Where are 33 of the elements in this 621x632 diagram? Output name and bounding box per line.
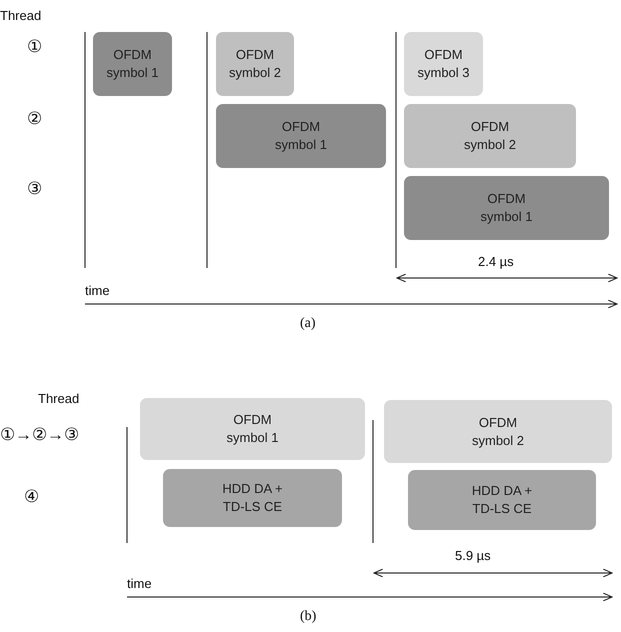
box-label: OFDM symbol 1	[274, 118, 328, 154]
box-label: OFDM symbol 1	[105, 46, 160, 82]
task-box	[404, 32, 483, 96]
thread-number: ③	[27, 178, 42, 199]
axis-title: Thread	[0, 8, 42, 23]
task-box	[404, 176, 609, 240]
panel-caption: (a)	[300, 316, 316, 332]
task-box	[216, 104, 386, 168]
task-box	[404, 104, 576, 168]
axis-label: time	[85, 283, 110, 298]
task-box	[384, 400, 612, 463]
box-label: OFDM symbol 2	[228, 46, 282, 82]
thread-number: ④	[24, 486, 39, 507]
dimension-label: 5.9 µs	[455, 548, 491, 563]
task-box	[408, 470, 596, 530]
box-label: OFDM symbol 3	[416, 46, 471, 82]
box-label: OFDM symbol 1	[225, 411, 280, 447]
box-label: HDD DA + TD-LS CE	[221, 480, 284, 516]
box-label: OFDM symbol 1	[479, 190, 534, 226]
task-box	[93, 32, 172, 96]
box-label: OFDM symbol 2	[470, 414, 526, 450]
thread-number: ①	[27, 36, 42, 57]
dimension-label: 2.4 µs	[478, 254, 514, 269]
panel-caption: (b)	[300, 609, 316, 625]
task-box	[216, 32, 294, 96]
thread-sequence: ①→②→③	[0, 424, 79, 445]
task-box	[163, 469, 342, 527]
thread-number: ②	[27, 108, 42, 129]
box-label: OFDM symbol 2	[462, 118, 518, 154]
axis-title: Thread	[38, 391, 80, 406]
axis-label: time	[127, 576, 152, 591]
box-label: HDD DA + TD-LS CE	[470, 482, 534, 518]
task-box	[140, 398, 365, 460]
